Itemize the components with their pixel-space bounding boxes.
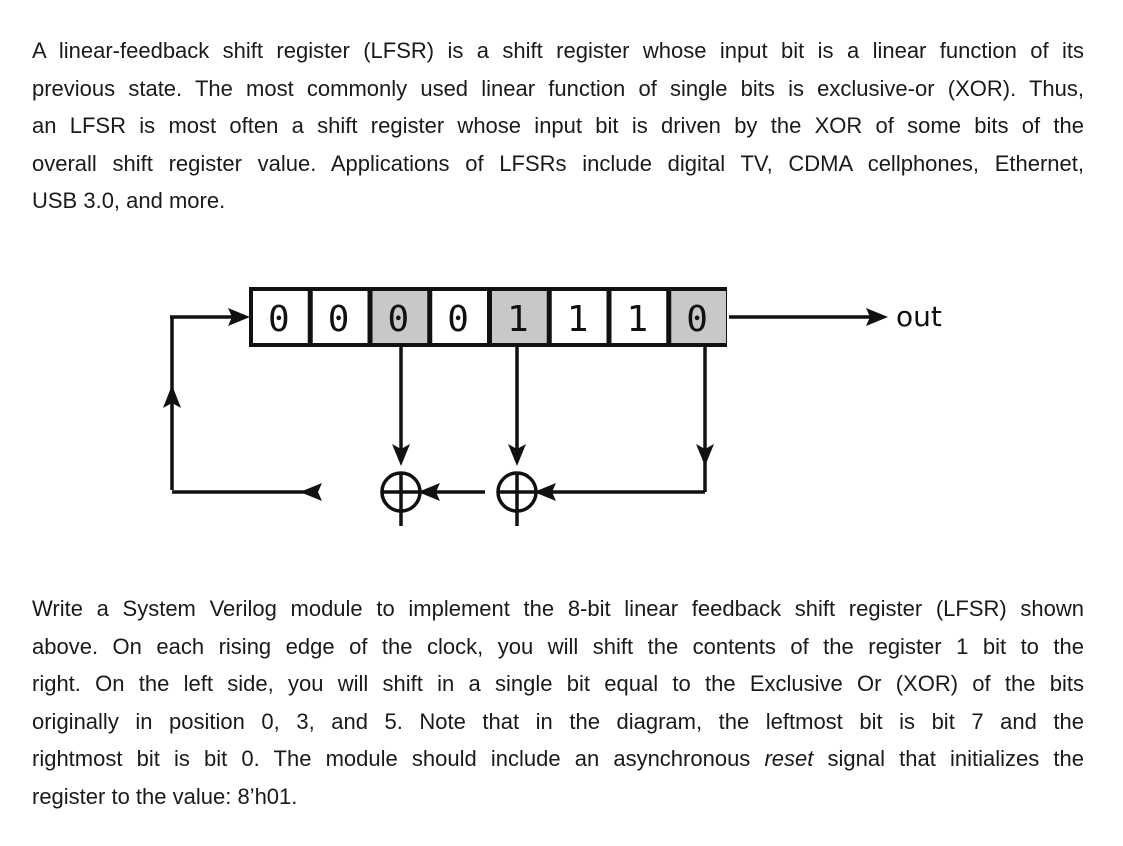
- intro-line: an LFSR is most often a shift register w…: [32, 113, 1084, 139]
- register-bit: 0: [447, 299, 469, 340]
- xor-gate-right: [496, 471, 538, 526]
- register-cell: [253, 291, 308, 343]
- tap0-arrowhead: [696, 444, 714, 466]
- intro-line: USB 3.0, and more.: [32, 188, 226, 214]
- intro-line: overall shift register value. Applicatio…: [32, 150, 1084, 176]
- task-text: signal that initializes the: [813, 746, 1084, 772]
- register-cell: [611, 291, 667, 343]
- register-bit: 0: [328, 299, 350, 340]
- register-bit: 1: [627, 299, 649, 340]
- xor-gate-left: [380, 471, 422, 526]
- task-line: register to the value: 8’h01.: [32, 783, 298, 809]
- tap3-arrowhead: [508, 444, 526, 466]
- tap5-arrowhead: [392, 444, 410, 466]
- tap0-return-arrowhead: [534, 483, 556, 501]
- register-cell: [492, 291, 547, 343]
- arrowheads: [163, 308, 888, 501]
- task-line: right. On the left side, you will shift …: [32, 671, 1084, 697]
- register-cell: [372, 291, 428, 343]
- intro-line: previous state. The most commonly used l…: [32, 75, 1084, 101]
- task-paragraph: Write a System Verilog module to impleme…: [32, 590, 1084, 816]
- feedback-left-arrowhead: [300, 483, 322, 501]
- task-text: rightmost bit is bit 0. The module shoul…: [32, 746, 765, 772]
- output-arrowhead: [866, 308, 888, 326]
- register-bit: 1: [567, 299, 589, 340]
- feedback-up-arrowhead: [163, 385, 181, 408]
- intro-line: A linear-feedback shift register (LFSR) …: [32, 38, 1084, 63]
- xor-link-arrowhead: [418, 483, 440, 501]
- register-bit: 1: [507, 299, 529, 340]
- reset-emphasis: reset: [764, 746, 814, 772]
- out-label: out: [896, 300, 942, 333]
- register-cell: [671, 291, 726, 343]
- register-bit: 0: [686, 299, 708, 340]
- register-cell: [312, 291, 368, 343]
- feedback-wiring: [170, 315, 878, 494]
- task-line: originally in position 0, 3, and 5. Note…: [32, 708, 1084, 734]
- input-arrowhead: [228, 308, 250, 326]
- register-cell: [551, 291, 607, 343]
- task-line-reset: rightmost bit is bit 0. The module shoul…: [32, 740, 1084, 778]
- task-line: above. On each rising edge of the clock,…: [32, 633, 1084, 659]
- intro-paragraph: A linear-feedback shift register (LFSR) …: [32, 32, 1084, 220]
- register-cell: [432, 291, 487, 343]
- register-frame: [249, 287, 727, 347]
- register-bit: 0: [268, 299, 290, 340]
- register-bit: 0: [388, 299, 410, 340]
- task-line: Write a System Verilog module to impleme…: [32, 596, 1084, 621]
